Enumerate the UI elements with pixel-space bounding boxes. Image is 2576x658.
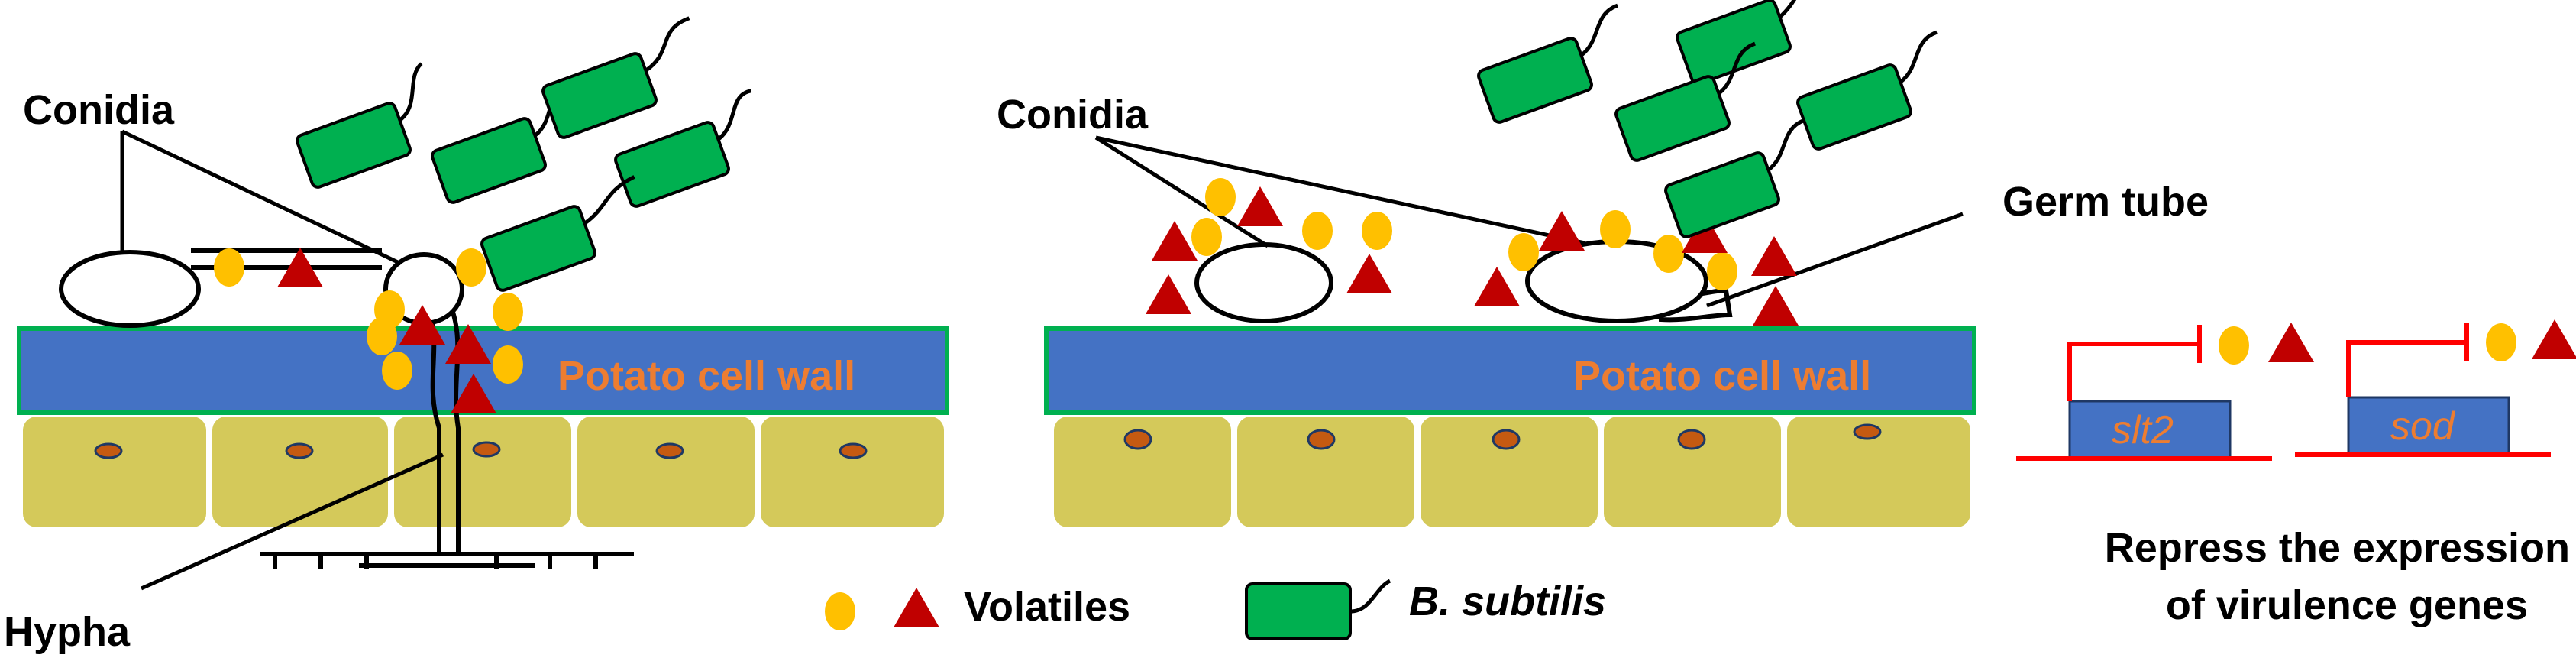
cell-wall-mid bbox=[1044, 326, 1976, 415]
legend-volatile-dot bbox=[825, 592, 855, 630]
germ-tube-pointer bbox=[1706, 212, 1964, 308]
legend-bacterium-icon bbox=[1245, 579, 1391, 640]
conidia-left bbox=[59, 248, 464, 328]
gene-sod bbox=[2295, 319, 2576, 457]
legend-volatiles-label: Volatiles bbox=[964, 584, 1130, 630]
legend: Volatiles B. subtilis bbox=[825, 579, 1606, 640]
germ-tube-label: Germ tube bbox=[2002, 179, 2209, 225]
bacteria-mid bbox=[1475, 0, 1938, 241]
conidia-pointer-left bbox=[120, 129, 402, 266]
conidia-pointer-mid bbox=[1094, 135, 1585, 248]
left-panel: Potato cell wall Conidia Hypha bbox=[4, 16, 949, 655]
middle-panel: Potato cell wall Conidia Germ tube bbox=[997, 0, 2209, 527]
gene-sod-label: sod bbox=[2390, 404, 2456, 449]
legend-volatile-triangle bbox=[894, 588, 939, 627]
hypha-pointer bbox=[140, 452, 444, 591]
conidia-label-mid: Conidia bbox=[997, 92, 1149, 138]
conidia-label-left: Conidia bbox=[23, 87, 175, 133]
bacteria-left bbox=[293, 16, 752, 294]
repress-line-2: of virulence genes bbox=[2166, 582, 2528, 628]
potato-wall-label-left: Potato cell wall bbox=[558, 353, 855, 399]
legend-bsubtilis-label: B. subtilis bbox=[1409, 579, 1606, 624]
gene-slt2 bbox=[2016, 323, 2314, 461]
potato-cells-left bbox=[23, 417, 944, 527]
gene-panel: slt2 sod Repress the expression of virul… bbox=[2016, 319, 2576, 628]
conidia-mid bbox=[1194, 239, 1708, 323]
gene-slt2-label: slt2 bbox=[2112, 408, 2174, 452]
potato-wall-label-mid: Potato cell wall bbox=[1573, 353, 1871, 399]
hypha-label: Hypha bbox=[4, 609, 131, 655]
repress-line-1: Repress the expression bbox=[2105, 525, 2570, 571]
potato-cells-mid bbox=[1054, 417, 1970, 527]
